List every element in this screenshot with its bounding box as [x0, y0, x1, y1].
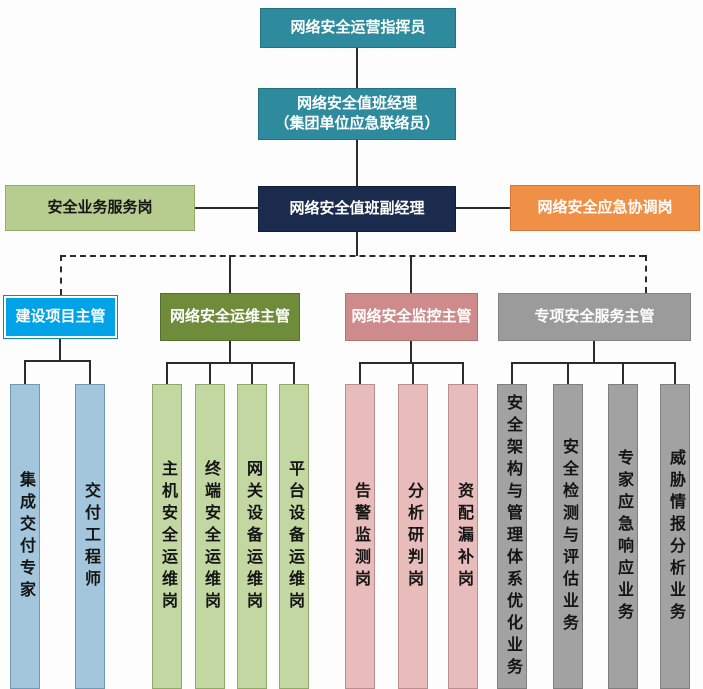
post-label: 集成交付专家: [17, 470, 34, 603]
post-label: 终端安全运维岗: [202, 459, 219, 614]
post-delivery-engineer: 交付工程师: [75, 384, 105, 689]
node-deputy-manager: 网络安全值班副经理: [258, 186, 456, 232]
node-supervisor-monitoring: 网络安全监控主管: [345, 293, 478, 341]
node-supervisor-special: 专项安全服务主管: [498, 293, 691, 341]
post-label: 平台设备运维岗: [286, 459, 303, 614]
connector-g3-bus: [360, 362, 463, 364]
connector-g4-drop1: [511, 362, 513, 384]
post-label: 交付工程师: [82, 481, 99, 592]
node-duty-manager: 网络安全值班经理 （集团单位应急联络员）: [258, 88, 456, 140]
post-expert-emergency-response: 专家应急响应业务: [608, 384, 638, 689]
connector-g3-drop1: [359, 362, 361, 384]
connector-drop-ops: [229, 255, 231, 293]
post-asset-config-patch: 资配漏补岗: [448, 384, 478, 689]
connector-commander-duty: [356, 48, 358, 88]
connector-duty-deputy: [356, 140, 358, 186]
connector-g2-drop1: [166, 362, 168, 384]
node-supervisor-monitoring-label: 网络安全监控主管: [351, 307, 472, 325]
post-platform-device-ops: 平台设备运维岗: [279, 384, 309, 689]
post-label: 分析研判岗: [405, 481, 422, 592]
post-security-architecture-optimization: 安全架构与管理体系优化业务: [497, 384, 527, 689]
connector-g1-stub: [59, 339, 61, 360]
node-security-service-post: 安全业务服务岗: [5, 185, 195, 231]
connector-g2-drop3: [251, 362, 253, 384]
post-label: 资配漏补岗: [455, 481, 472, 592]
connector-g1-bus: [25, 360, 91, 362]
node-security-service-post-label: 安全业务服务岗: [47, 198, 153, 216]
connector-deputy-bus: [356, 232, 358, 256]
post-label: 网关设备运维岗: [244, 459, 261, 614]
node-emergency-coordination-post-label: 网络安全应急协调岗: [537, 198, 673, 216]
connector-drop-monitoring: [410, 255, 412, 293]
node-supervisor-construction: 建设项目主管: [3, 295, 118, 339]
post-label: 告警监测岗: [352, 481, 369, 592]
node-emergency-coordination-post: 网络安全应急协调岗: [510, 185, 700, 231]
post-label: 主机安全运维岗: [159, 459, 176, 614]
connector-g4-drop2: [567, 362, 569, 384]
post-label: 安全检测与评估业务: [560, 437, 577, 636]
post-host-security-ops: 主机安全运维岗: [152, 384, 182, 689]
connector-service-deputy: [195, 207, 258, 209]
connector-drop-special: [645, 255, 647, 293]
connector-g4-drop3: [622, 362, 624, 384]
post-alarm-monitoring: 告警监测岗: [345, 384, 375, 689]
connector-bus-dashed: [60, 255, 645, 257]
node-supervisor-ops-label: 网络安全运维主管: [169, 307, 290, 325]
node-supervisor-special-label: 专项安全服务主管: [534, 307, 655, 325]
post-label: 安全架构与管理体系优化业务: [504, 393, 521, 680]
connector-g3-drop3: [462, 362, 464, 384]
node-deputy-manager-label: 网络安全值班副经理: [289, 199, 425, 217]
post-label: 专家应急响应业务: [615, 448, 632, 625]
connector-g2-stub: [229, 341, 231, 362]
connector-drop-construction: [60, 255, 62, 295]
node-supervisor-ops: 网络安全运维主管: [160, 293, 300, 341]
post-security-testing-evaluation: 安全检测与评估业务: [553, 384, 583, 689]
node-commander: 网络安全运营指挥员: [260, 8, 456, 48]
post-label: 威胁情报分析业务: [667, 448, 684, 625]
connector-g3-drop2: [412, 362, 414, 384]
connector-g4-drop4: [674, 362, 676, 384]
connector-g2-bus: [167, 362, 295, 364]
node-duty-manager-label-line1: 网络安全值班经理: [296, 94, 417, 112]
node-commander-label: 网络安全运营指挥员: [290, 18, 426, 36]
connector-g4-stub: [593, 341, 595, 362]
post-analysis-judgment: 分析研判岗: [398, 384, 428, 689]
post-integration-delivery-expert: 集成交付专家: [10, 384, 40, 689]
node-duty-manager-label-line2: （集团单位应急联络员）: [274, 115, 440, 132]
connector-g1-drop1: [24, 360, 26, 384]
post-terminal-security-ops: 终端安全运维岗: [195, 384, 225, 689]
connector-g2-drop2: [209, 362, 211, 384]
connector-g1-drop2: [89, 360, 91, 384]
connector-g4-bus: [512, 362, 675, 364]
connector-g2-drop4: [293, 362, 295, 384]
post-gateway-device-ops: 网关设备运维岗: [237, 384, 267, 689]
node-supervisor-construction-label: 建设项目主管: [15, 307, 106, 325]
post-threat-intelligence-analysis: 威胁情报分析业务: [660, 384, 690, 689]
connector-deputy-coordination: [456, 207, 510, 209]
connector-g3-stub: [410, 341, 412, 362]
